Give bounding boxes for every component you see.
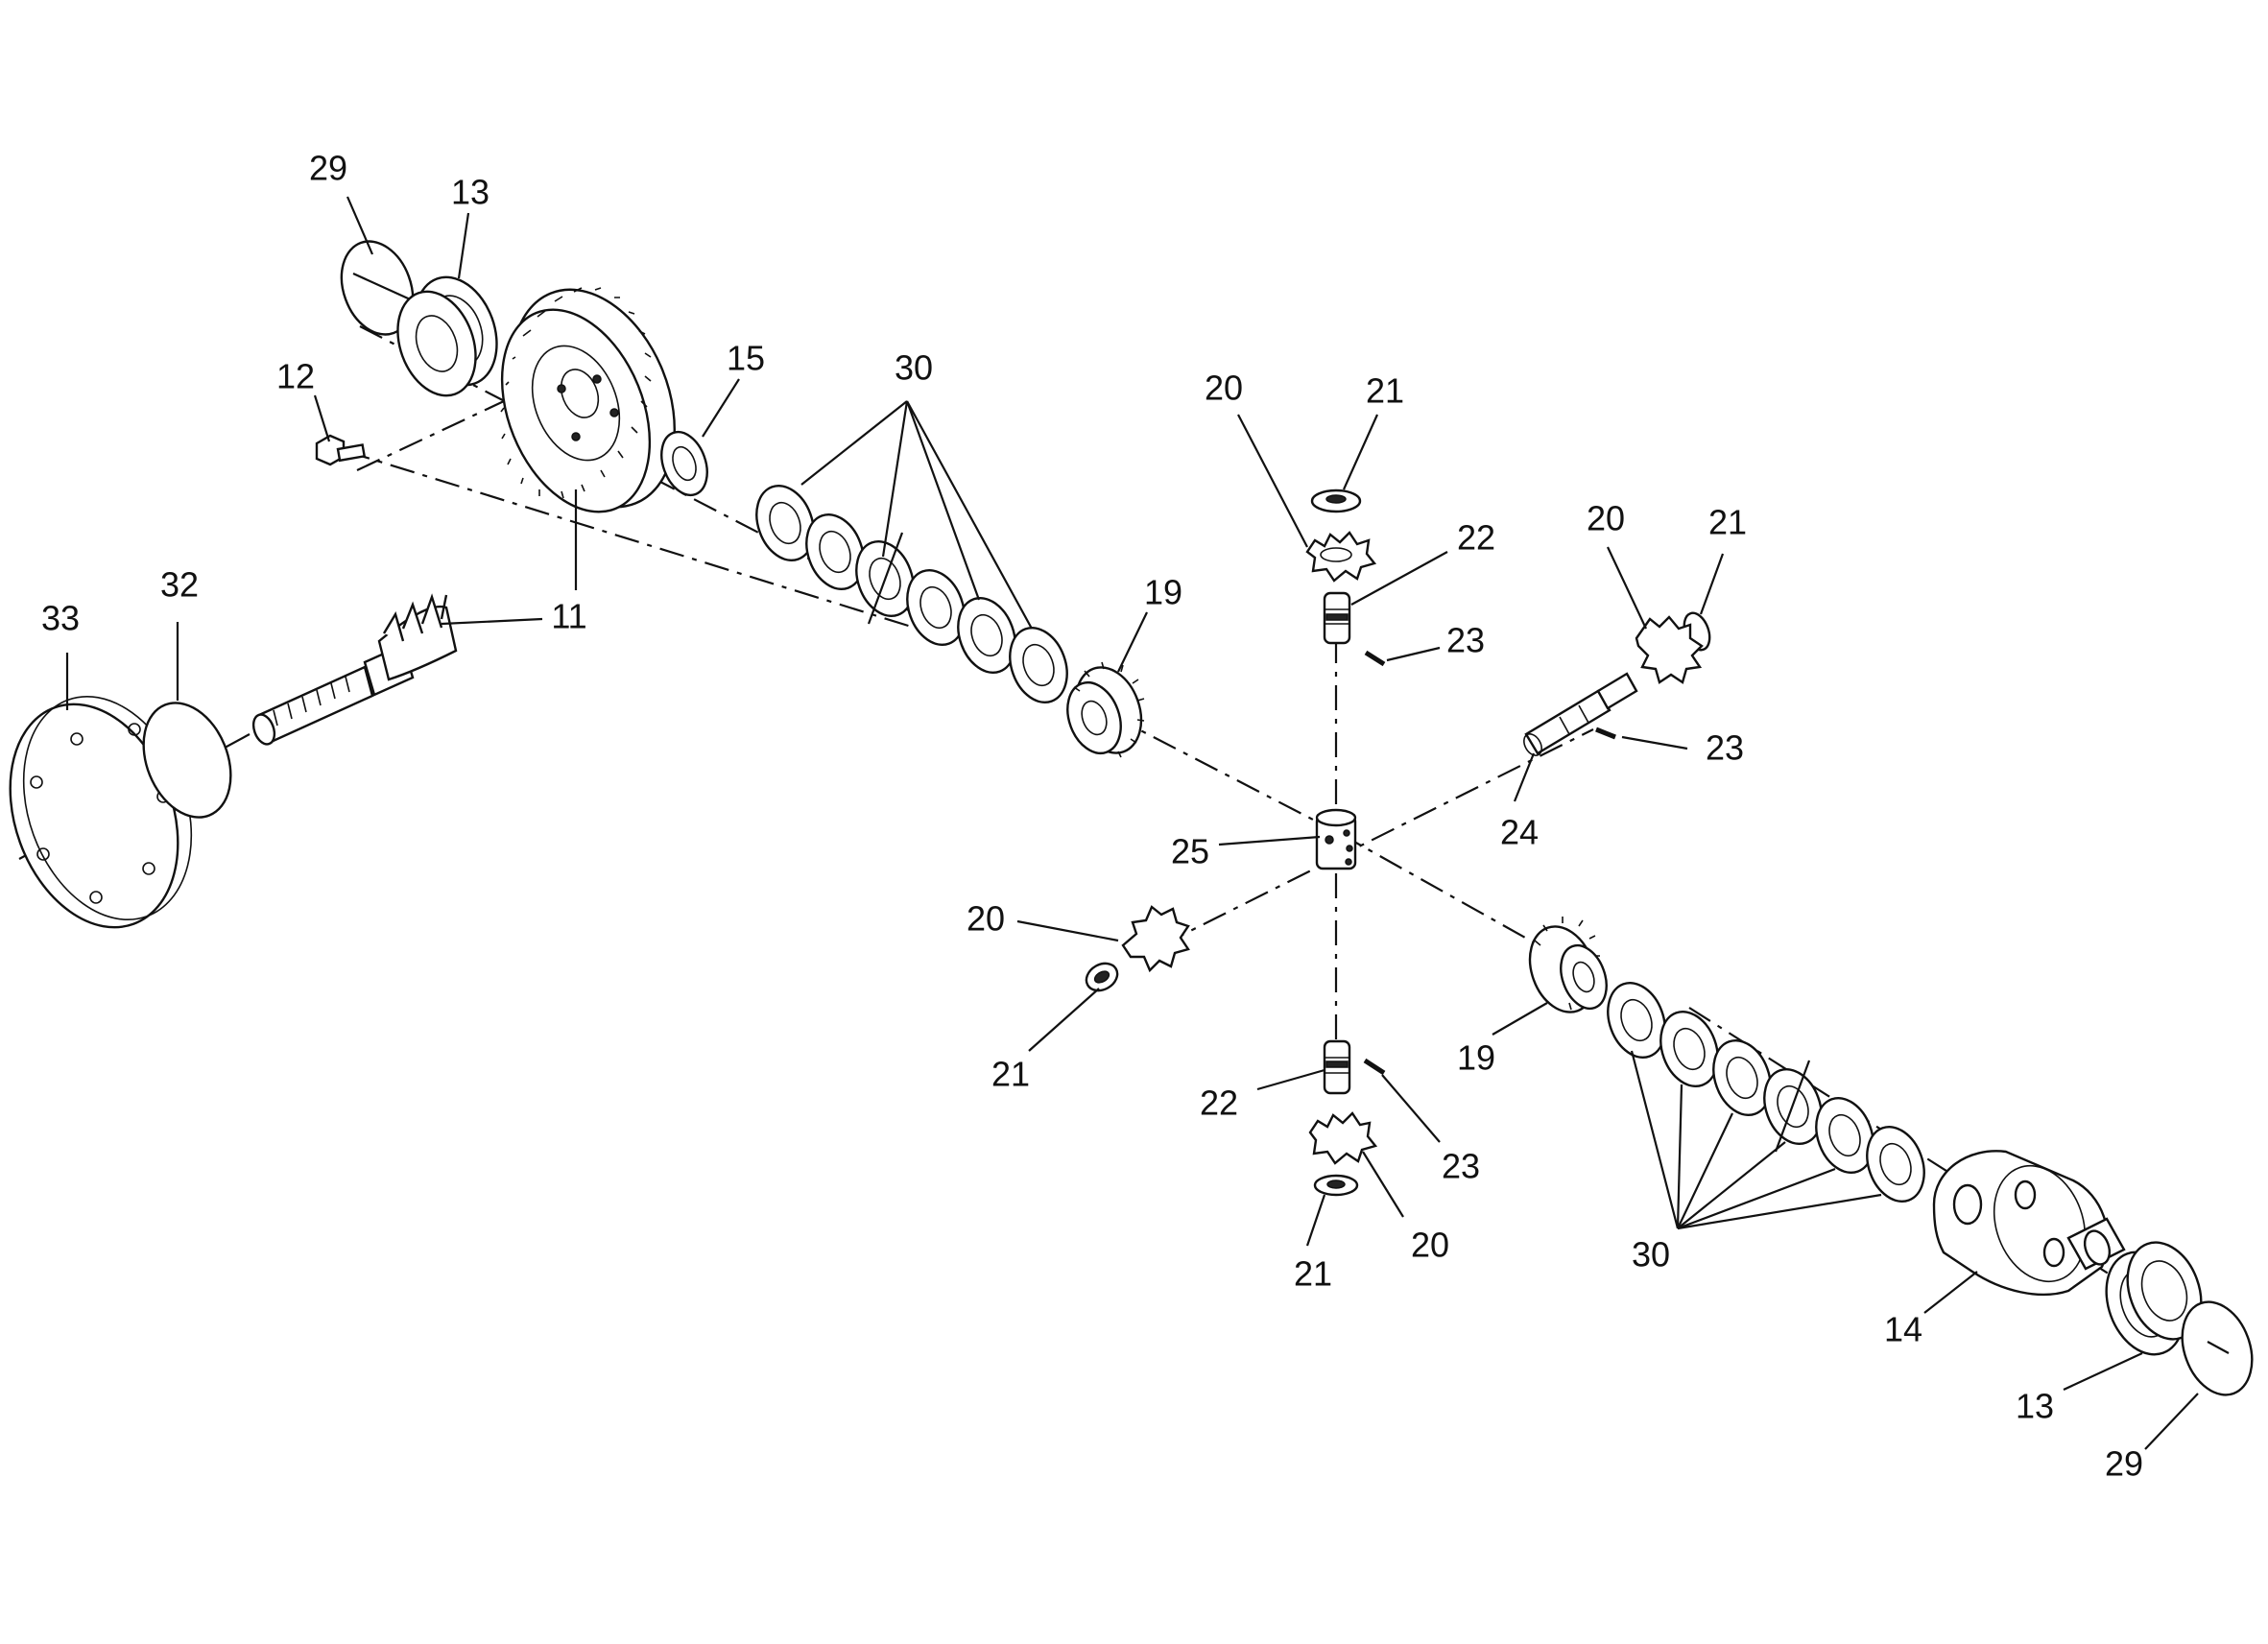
callout-20-right: 20 [1587,499,1625,538]
callout-13-upper-left: 13 [451,173,489,212]
part-32-gasket [142,702,232,819]
callout-33: 33 [41,599,80,638]
part-19-side-gear-lower [1528,917,1608,1013]
part-21-washer-top [1310,488,1362,513]
callout-30-upper: 30 [895,348,933,388]
part-13-bearing-right [2105,1241,2203,1356]
part-21-washer-left [1085,962,1119,992]
part-23-pin-bottom [1363,1058,1386,1076]
callout-24: 24 [1500,813,1539,852]
part-22-shaft-bottom [1323,1039,1351,1095]
callout-13-lower-right: 13 [2016,1387,2054,1426]
part-13-bearing-left [396,275,498,397]
part-11-ring-gear [500,287,676,513]
part-12-bolt [315,434,367,466]
callout-22-bottom: 22 [1200,1084,1238,1123]
callout-14: 14 [1884,1310,1922,1349]
callout-22-top: 22 [1457,518,1495,558]
callout-32: 32 [160,565,199,605]
part-29-snap-ring-left [340,240,428,336]
callout-25: 25 [1171,832,1209,871]
callout-30-lower: 30 [1632,1235,1670,1275]
part-29-snap-ring-right [2181,1300,2254,1396]
callout-23-top: 23 [1446,621,1485,660]
callout-23-right: 23 [1706,728,1744,768]
callout-labels: 29 13 12 15 30 11 33 32 19 20 21 22 23 2… [41,149,2143,1484]
part-24-shaft [1523,672,1638,756]
callout-20-top: 20 [1205,369,1243,408]
part-19-side-gear-upper [1066,661,1145,758]
callout-19-lower: 19 [1457,1038,1495,1078]
callout-15: 15 [727,339,765,378]
part-15-thrust-washer [660,430,708,497]
part-30-clutch-discs-lower [1607,982,1925,1203]
callout-21-top: 21 [1366,371,1404,411]
callout-20-bottom: 20 [1411,1226,1449,1265]
callout-23-bottom: 23 [1442,1147,1480,1186]
centre-lines [18,325,2137,1292]
part-30-clutch-discs-upper [755,485,1068,703]
part-23-pin-right [1595,727,1616,740]
callout-12: 12 [276,357,315,396]
part-23-pin-top [1364,650,1386,667]
part-20-pinion-right [1635,615,1704,684]
callout-11: 11 [551,597,586,636]
part-20-pinion-top [1305,531,1377,583]
part-25-cross [1315,808,1357,870]
part-21-washer-bottom [1313,1174,1359,1197]
callout-29-upper-left: 29 [309,149,347,188]
callout-21-bottom: 21 [1294,1254,1332,1294]
callout-29-lower-right: 29 [2105,1444,2143,1484]
callout-21-left: 21 [991,1055,1030,1094]
callout-19-upper: 19 [1144,573,1182,612]
part-14-differential-case [1932,1150,2126,1297]
part-20-pinion-left [1121,905,1190,973]
part-20-pinion-bottom [1308,1111,1378,1165]
leader-lines [65,196,2199,1450]
callout-20-left: 20 [967,899,1005,939]
callout-21-right: 21 [1708,503,1747,542]
part-22-shaft-top [1323,591,1351,645]
part-11-pinion-shaft [251,593,458,746]
